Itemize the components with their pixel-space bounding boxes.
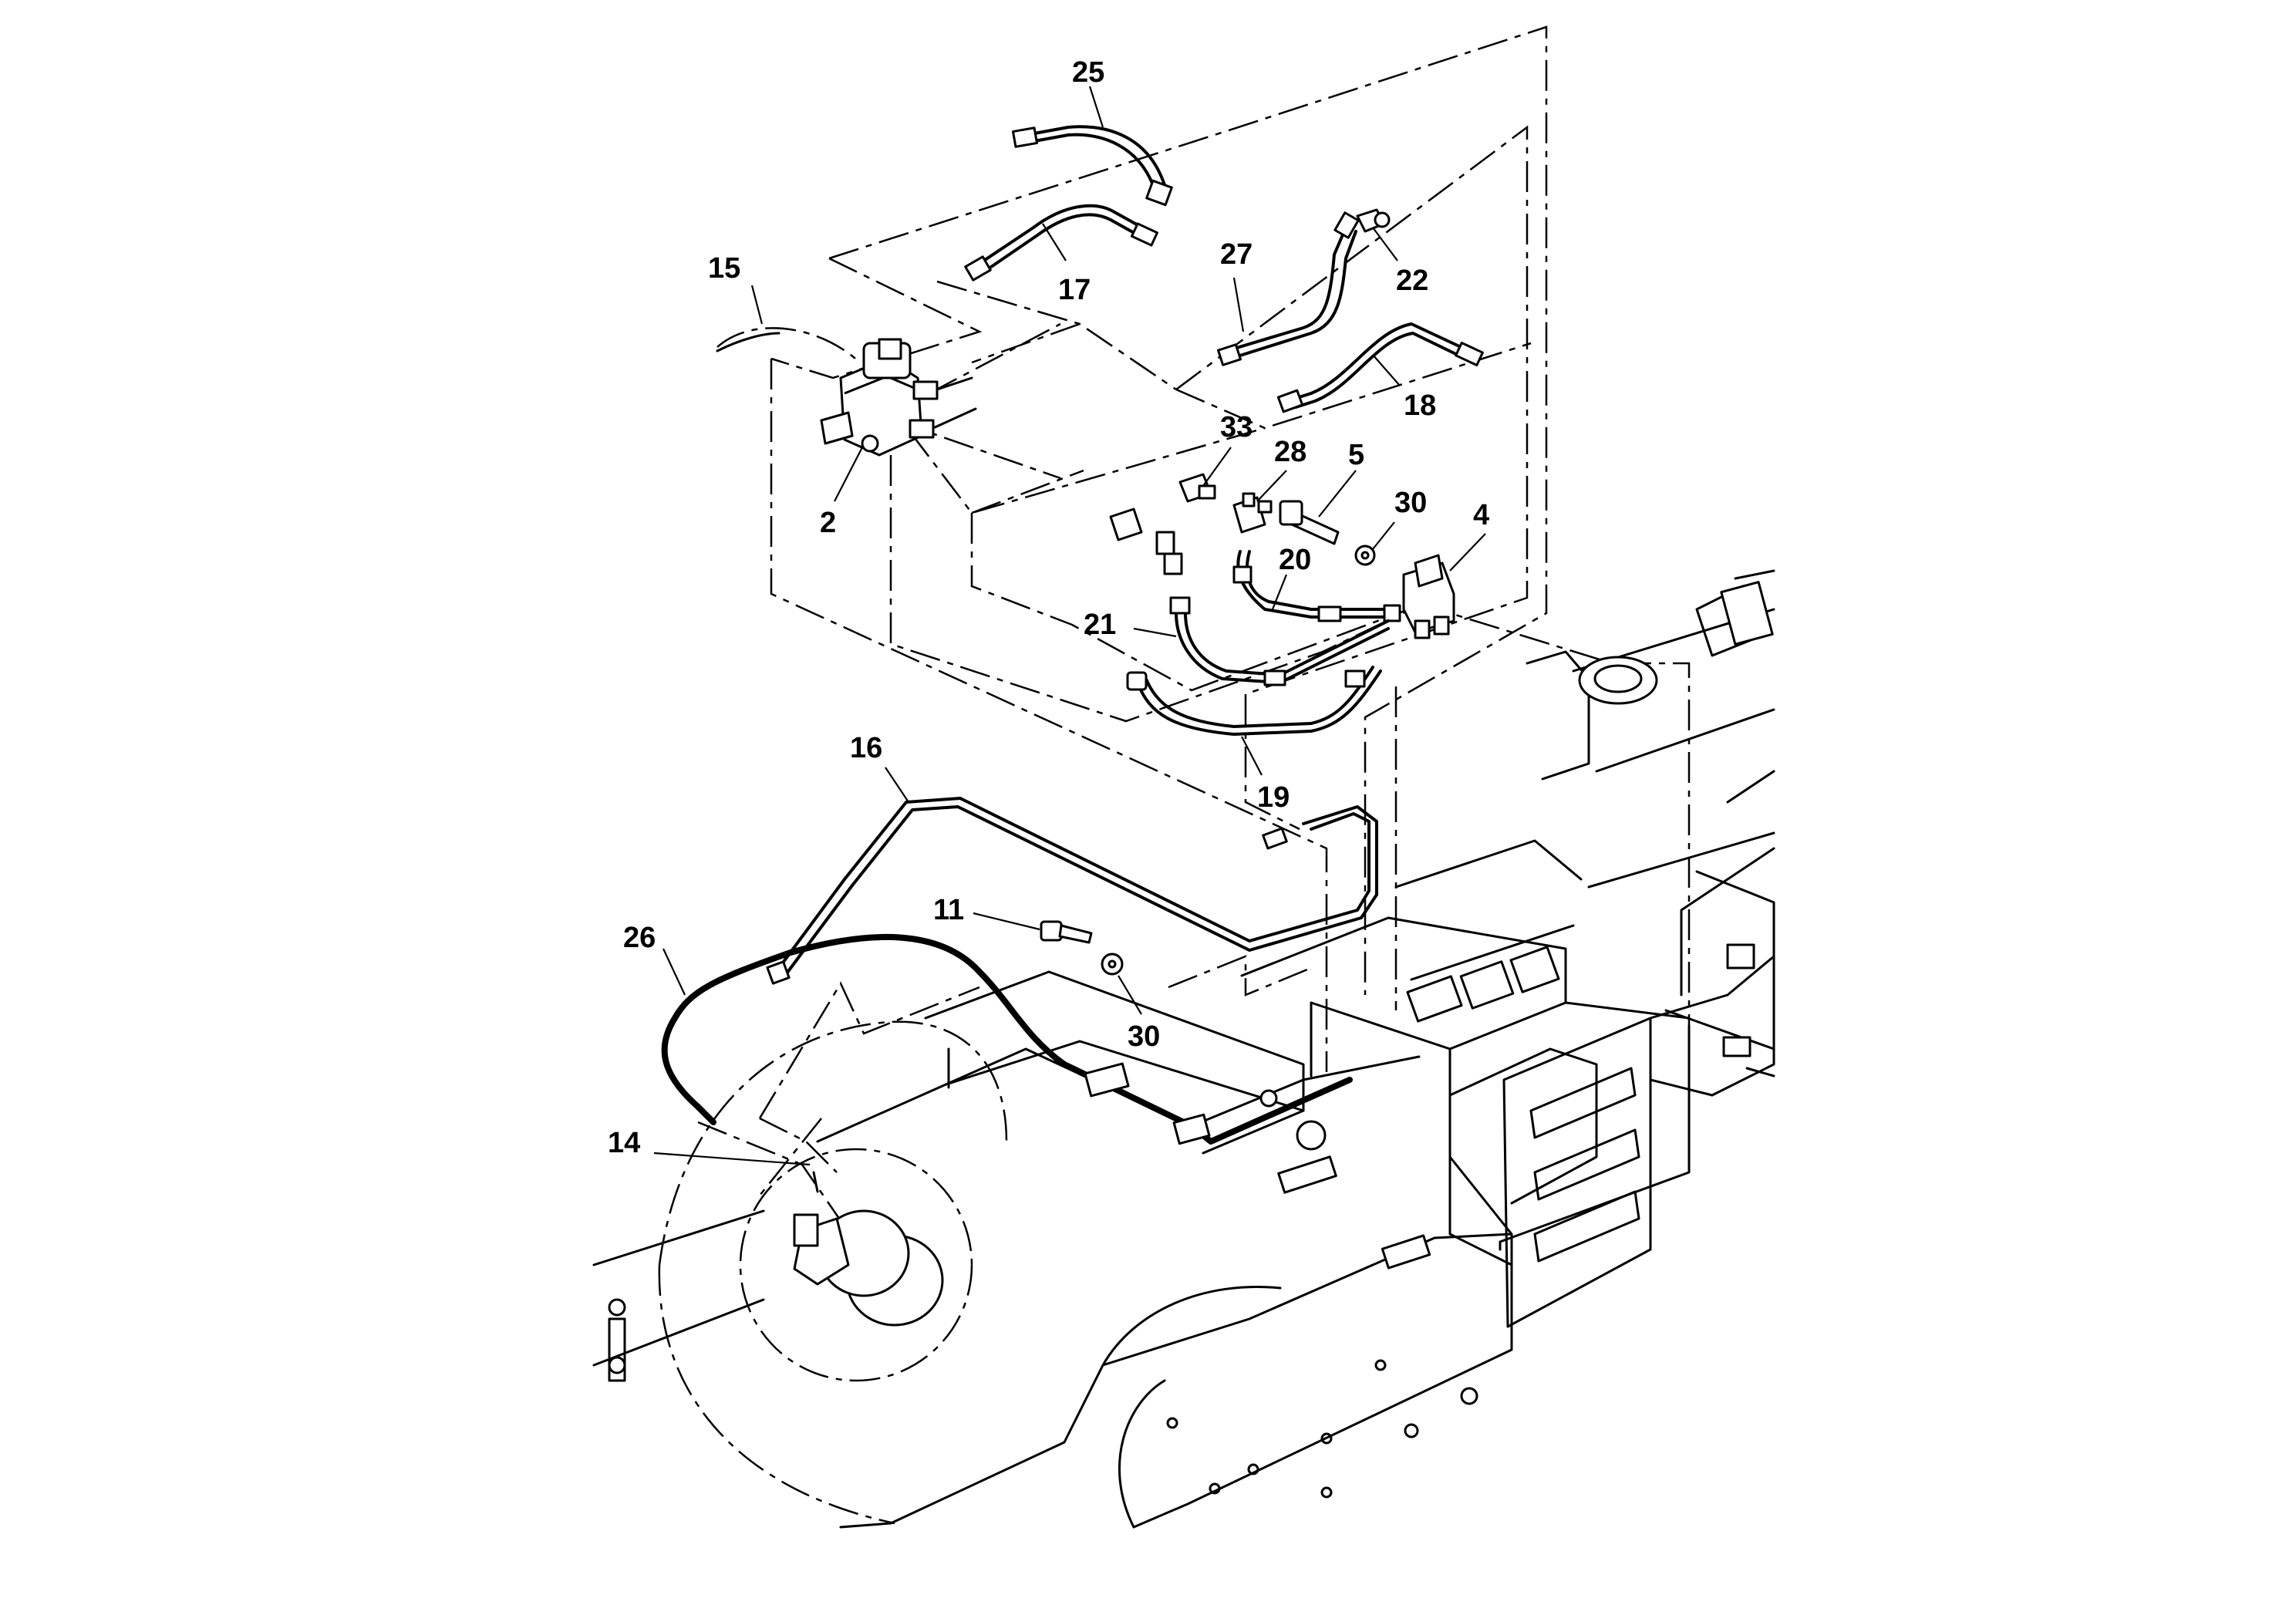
- callout-19: 19: [1257, 781, 1290, 814]
- callout-21: 21: [1084, 609, 1116, 641]
- callout-18: 18: [1404, 389, 1436, 422]
- callout-11: 11: [933, 894, 964, 926]
- callout-5: 5: [1348, 439, 1364, 471]
- callout-14: 14: [608, 1127, 640, 1159]
- callout-2: 2: [820, 507, 836, 539]
- machine-frame: [592, 569, 1775, 1529]
- callout-27: 27: [1220, 238, 1253, 271]
- phantom-lines: [658, 25, 1691, 1525]
- callout-25: 25: [1072, 56, 1104, 89]
- callout-30-lower: 30: [1128, 1020, 1160, 1053]
- callout-15: 15: [708, 252, 740, 285]
- leader-lines: [653, 86, 1486, 1166]
- callout-28: 28: [1274, 436, 1306, 468]
- upper-hoses: [716, 125, 1484, 413]
- callout-22: 22: [1396, 265, 1428, 297]
- callout-26: 26: [623, 922, 656, 954]
- valve-block-2: [820, 338, 977, 457]
- lower-tubes: [661, 797, 1378, 1145]
- callout-4: 4: [1473, 499, 1489, 531]
- callout-33: 33: [1220, 411, 1253, 443]
- callout-17: 17: [1058, 274, 1091, 306]
- middle-fittings: [1109, 473, 1455, 736]
- callout-labels: 25 15 17 27 22 18 2 33 28 5 30 4 20 21 1…: [608, 56, 1489, 1159]
- callout-20: 20: [1279, 544, 1311, 576]
- callout-16: 16: [850, 732, 882, 764]
- callout-30-upper: 30: [1394, 487, 1427, 519]
